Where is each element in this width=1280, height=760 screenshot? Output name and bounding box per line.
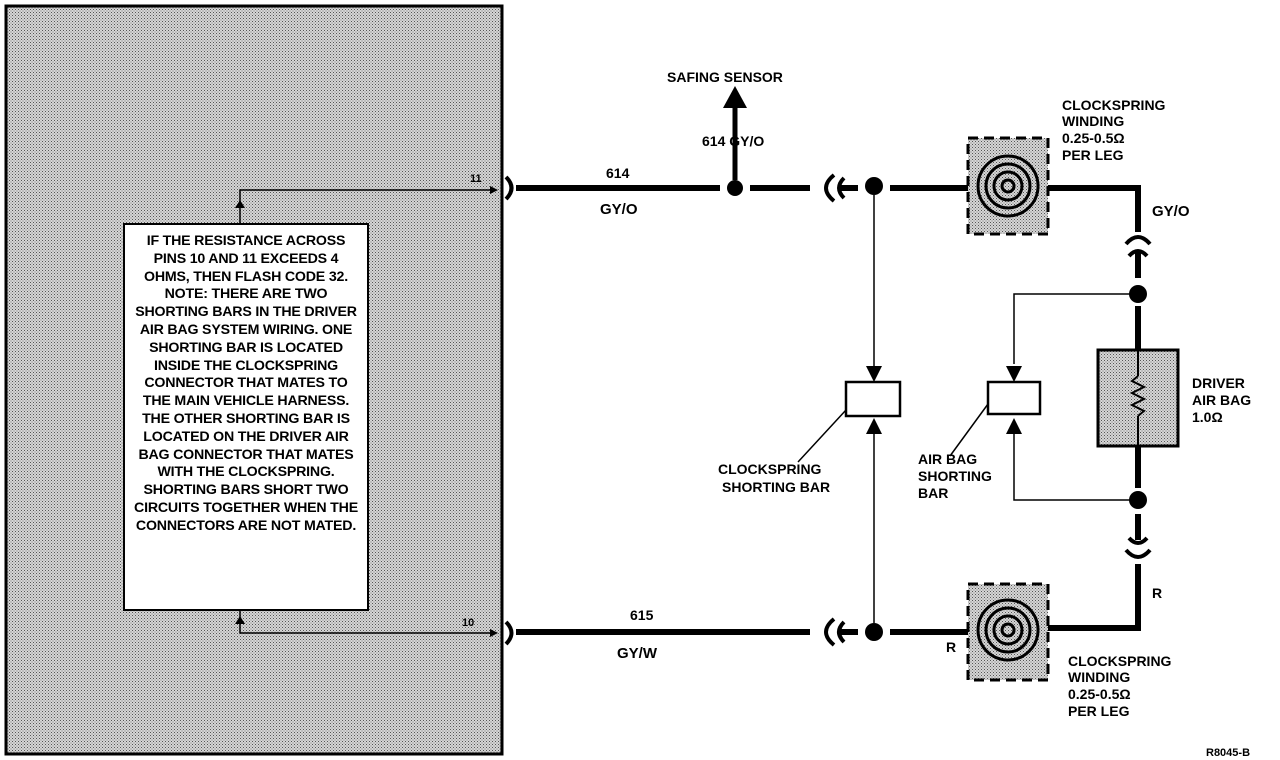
airbag-shorting-bar-label-2: SHORTING xyxy=(918,468,992,484)
airbag-connector-top xyxy=(1124,235,1152,258)
clockspring-winding-top xyxy=(966,136,1050,236)
airbag-shorting-arrow-down xyxy=(1006,366,1022,382)
airbag-lower-node xyxy=(1129,491,1147,509)
clockspring-connector-top xyxy=(824,173,846,203)
module-trace-arrows xyxy=(235,186,498,637)
circuit-615-wire xyxy=(516,625,1140,635)
clockspring-bottom-line2: WINDING xyxy=(1068,669,1130,685)
driver-air-bag-label-3: 1.0Ω xyxy=(1192,409,1223,425)
clockspring-top-line1: CLOCKSPRING xyxy=(1062,97,1166,113)
driver-air-bag-label-1: DRIVER xyxy=(1192,375,1245,391)
right-top-wire-color: GY/O xyxy=(1152,203,1190,220)
pin-10-label: 10 xyxy=(462,617,474,629)
airbag-shorting-bar-label-1: AIR BAG xyxy=(918,451,977,467)
clockspring-shorting-bar-leads xyxy=(797,195,875,623)
airbag-shorting-bar-label-3: BAR xyxy=(918,485,948,501)
clockspring-shorting-arrow-up xyxy=(866,418,882,434)
top-shorting-node xyxy=(865,177,883,195)
safing-tap-wire-label: 614 GY/O xyxy=(702,133,764,149)
clockspring-bottom-line4: PER LEG xyxy=(1068,703,1130,719)
airbag-shorting-bar-leads xyxy=(949,293,1130,501)
module-note-text: IF THE RESISTANCE ACROSS PINS 10 AND 11 … xyxy=(134,233,358,534)
clockspring-bottom-wire-color: R xyxy=(946,639,956,655)
clockspring-bottom-line3: 0.25-0.5Ω xyxy=(1068,686,1131,702)
safing-tap-dot xyxy=(727,180,743,196)
circuit-615-label: 615 xyxy=(630,607,654,623)
airbag-upper-node xyxy=(1129,285,1147,303)
safing-sensor-arrow xyxy=(723,86,747,108)
clockspring-shorting-bar-label-2: SHORTING BAR xyxy=(722,479,830,495)
circuit-614-color-label: GY/O xyxy=(600,201,638,218)
pin-11-label: 11 xyxy=(470,173,482,185)
clockspring-shorting-bar-label-1: CLOCKSPRING xyxy=(718,461,822,477)
right-bottom-wire-color: R xyxy=(1152,585,1162,601)
circuit-614-label: 614 xyxy=(606,165,630,181)
clockspring-bottom-line1: CLOCKSPRING xyxy=(1068,653,1172,669)
clockspring-top-line4: PER LEG xyxy=(1062,147,1124,163)
clockspring-top-line2: WINDING xyxy=(1062,113,1124,129)
airbag-shorting-arrow-up xyxy=(1006,418,1022,434)
circuit-615-color-label: GY/W xyxy=(617,645,658,662)
bottom-shorting-node xyxy=(865,623,883,641)
module-connectors xyxy=(504,175,514,646)
clockspring-winding-bottom xyxy=(966,582,1050,682)
clockspring-shorting-bar xyxy=(844,380,902,418)
module-note-box: IF THE RESISTANCE ACROSS PINS 10 AND 11 … xyxy=(123,223,369,611)
clockspring-top-line3: 0.25-0.5Ω xyxy=(1062,130,1125,146)
driver-air-bag-label-2: AIR BAG xyxy=(1192,392,1251,408)
airbag-shorting-bar xyxy=(986,380,1042,416)
figure-id: R8045-B xyxy=(1206,747,1250,759)
clockspring-connector-bottom xyxy=(824,617,846,647)
clockspring-shorting-arrow-down xyxy=(866,366,882,382)
safing-sensor-label: SAFING SENSOR xyxy=(667,69,783,85)
airbag-connector-bottom xyxy=(1124,536,1152,559)
driver-air-bag-resistor xyxy=(1129,375,1147,417)
